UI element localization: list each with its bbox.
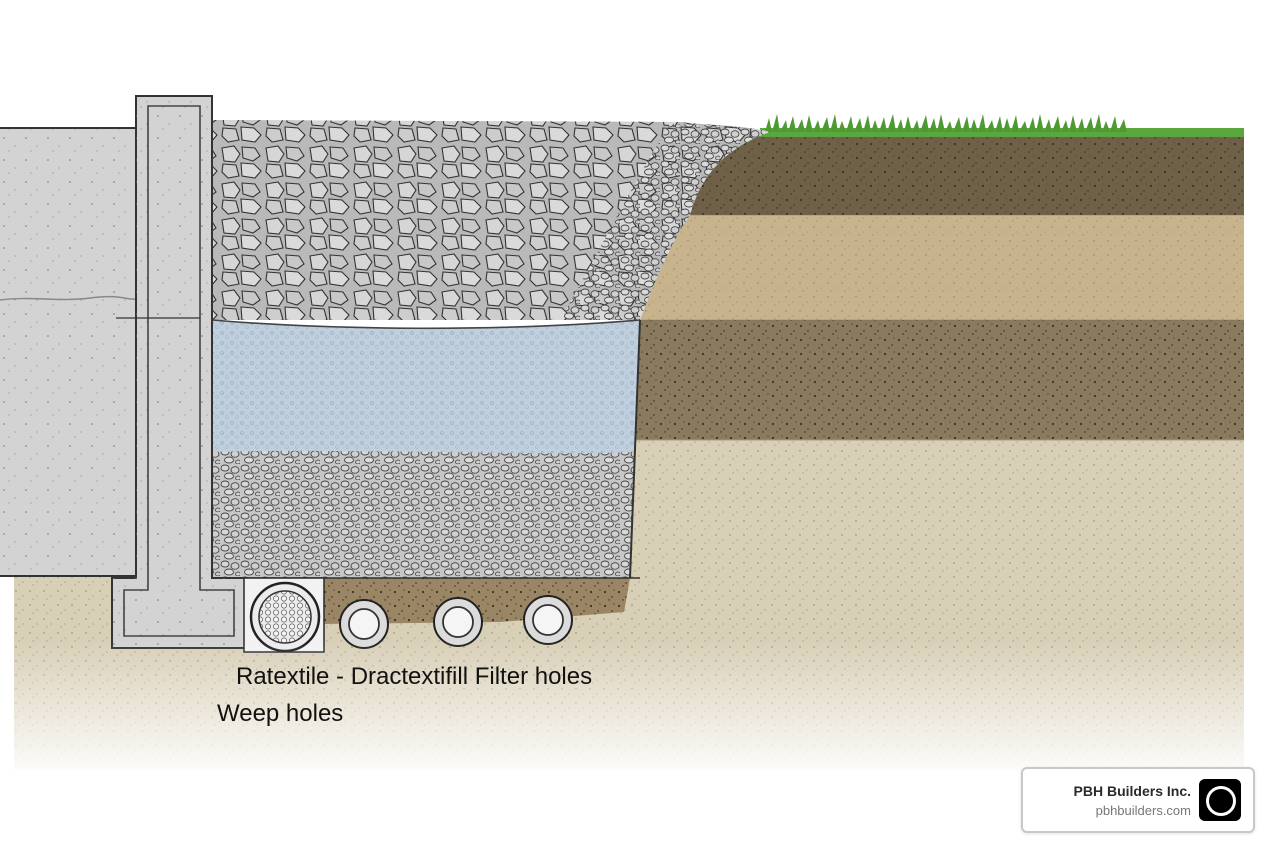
drain-pipes — [243, 577, 573, 653]
drain-pipe — [523, 595, 573, 645]
drain-pipe — [339, 599, 389, 649]
bottom-fade — [0, 640, 1264, 780]
circle-logo-icon — [1199, 779, 1241, 821]
soil-layers — [636, 135, 1244, 441]
drain-pipe — [433, 597, 483, 647]
brand-url: pbhbuilders.com — [1095, 803, 1191, 818]
concrete-slab — [0, 127, 137, 577]
brand-name: PBH Builders Inc. — [1073, 783, 1191, 799]
drainage-aggregate — [211, 120, 770, 579]
perforated-drain-pipe — [243, 577, 325, 653]
filter-holes-label: Ratextile - Dractextifill Filter holes — [236, 663, 593, 690]
grass — [760, 114, 1244, 137]
weep-holes-label: Weep holes — [217, 700, 344, 727]
brand-card: PBH Builders Inc. pbhbuilders.com — [1021, 767, 1255, 833]
